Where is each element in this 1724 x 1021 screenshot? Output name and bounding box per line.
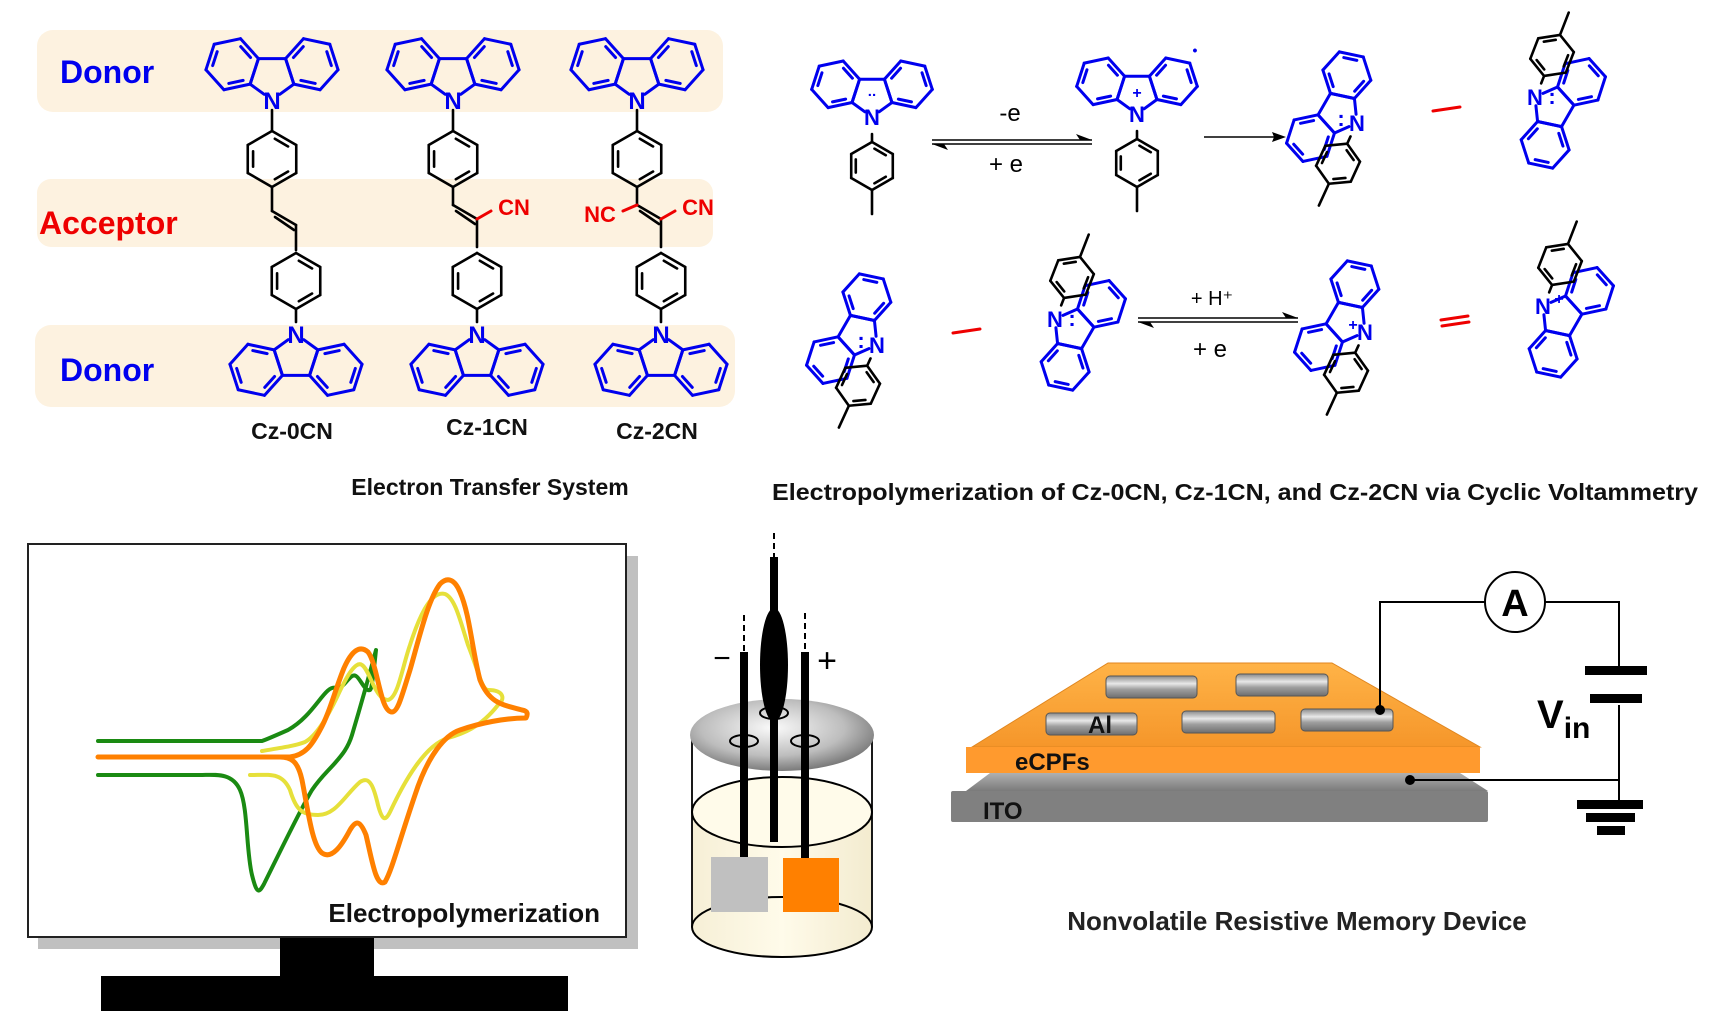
equilibrium-arrow-2: [1138, 312, 1298, 328]
memory-device-panel: ITO eCPFs Al A Vin: [951, 571, 1647, 936]
electropolymerization-scheme-panel: N¨ N+• NN:: NN:: NN++ -e + e + H⁺ + e El…: [772, 11, 1698, 505]
voltage-label: Vin: [1537, 693, 1590, 745]
cv-monitor-panel: Electropolymerization: [27, 543, 638, 1011]
counter-electrode-plate: [711, 857, 768, 912]
nitrogen-atom-label: N: [628, 88, 645, 115]
donor-label-top: Donor: [60, 54, 154, 90]
cation-charge: +: [1348, 317, 1357, 334]
radical-cation: N+ •: [1075, 42, 1199, 213]
step1-reverse-label: + e: [989, 151, 1023, 178]
electron-transfer-caption: Electron Transfer System: [351, 474, 628, 500]
nitrogen-atom-label: N: [468, 322, 485, 349]
top-contact-dot: [1375, 705, 1385, 715]
nitrogen-atom-label: N: [864, 105, 880, 130]
ito-label: ITO: [983, 798, 1023, 825]
nitrogen-atom-label: N: [1535, 294, 1551, 319]
al-pad: [1045, 712, 1138, 736]
circuit-wires: [1375, 601, 1620, 804]
ammeter: A: [1484, 571, 1546, 633]
battery-symbol: [1585, 666, 1647, 703]
lone-pair: :: [1337, 106, 1344, 131]
bottom-contact-dot: [1405, 775, 1415, 785]
forward-arrow: [1204, 132, 1286, 142]
step1-forward-label: -e: [999, 100, 1020, 127]
voltage-symbol: V: [1537, 693, 1564, 737]
cv-curves: [95, 577, 530, 893]
cyano-group-label: CN: [498, 195, 530, 220]
al-label: Al: [1088, 712, 1112, 739]
cv-monitor-label: Electropolymerization: [328, 898, 600, 928]
beaker-bottom: [691, 896, 873, 958]
working-electrode-plate: [783, 858, 839, 912]
molecule-cz-1cn: N CN N: [385, 37, 545, 397]
voltage-subscript: in: [1564, 712, 1591, 745]
dimer-product: NN::: [1285, 11, 1607, 207]
lone-pair: :: [857, 328, 864, 353]
donor-band-top: [37, 30, 723, 112]
ground-symbol: [1577, 800, 1643, 835]
equilibrium-arrow-1: [932, 134, 1092, 150]
dimer-neutral: NN::: [805, 233, 1127, 429]
compound-label-cz-2cn: Cz-2CN: [616, 418, 698, 444]
reference-electrode-tip: [770, 700, 778, 842]
ammeter-label: A: [1501, 583, 1528, 625]
molecule-cz-0cn: NN: [204, 37, 364, 397]
monitor-base: [101, 976, 568, 1011]
cation-charge: +: [1132, 85, 1141, 102]
reference-electrode-bulb: [760, 608, 788, 722]
positive-terminal-label: +: [817, 642, 837, 680]
al-pad: [1235, 673, 1329, 697]
donor-band-bottom: [35, 325, 735, 407]
ecpfs-label: eCPFs: [1015, 749, 1090, 776]
working-electrode-wire: [801, 652, 809, 859]
compound-label-cz-0cn: Cz-0CN: [251, 418, 333, 444]
liquid-surface: [691, 776, 873, 848]
al-pad: [1105, 675, 1198, 699]
electrochemical-cell-panel: − +: [690, 533, 874, 958]
lone-pair: :: [1068, 306, 1075, 331]
lone-pair: :: [1548, 84, 1555, 109]
nitrogen-atom-label: N: [1527, 85, 1543, 110]
cv-curve-cz-2cn: [95, 577, 530, 886]
acceptor-band: [37, 179, 713, 247]
step2-forward-label: + H⁺: [1191, 288, 1233, 310]
counter-electrode-wire: [740, 652, 748, 859]
nitrogen-atom-label: N: [1357, 320, 1373, 345]
dimer-dication: NN++: [1293, 220, 1615, 416]
active-layer-slab: [966, 747, 1480, 773]
ito-bevel: [966, 773, 1488, 791]
cyano-group-label: CN: [682, 195, 714, 220]
acceptor-label: Acceptor: [39, 205, 178, 241]
radical-dot: •: [1193, 42, 1198, 58]
beaker-liquid: [692, 812, 872, 957]
al-pad: [1181, 710, 1276, 734]
cell-lid: [690, 699, 874, 771]
electropolymerization-caption: Electropolymerization of Cz-0CN, Cz-1CN,…: [772, 479, 1698, 505]
ammeter-circle: [1484, 571, 1546, 633]
nitrogen-atom-label: N: [263, 88, 280, 115]
nitrogen-atom-label: N: [652, 322, 669, 349]
reference-electrode-rod: [770, 557, 778, 612]
nitrogen-atom-label: N: [1349, 111, 1365, 136]
nitrogen-atom-label: N: [869, 333, 885, 358]
nitrogen-atom-label: N: [444, 88, 461, 115]
donor-label-bottom: Donor: [60, 352, 154, 388]
nitrogen-atom-label: N: [287, 322, 304, 349]
memory-device-caption: Nonvolatile Resistive Memory Device: [1067, 906, 1527, 936]
ito-layer: [951, 791, 1488, 822]
monomer-neutral: N¨: [810, 59, 934, 216]
nitrogen-atom-label: N: [1129, 102, 1145, 127]
cyano-group-label: NC: [584, 202, 616, 227]
al-pad: [1300, 708, 1394, 732]
negative-terminal-label: −: [713, 642, 731, 675]
compound-label-cz-1cn: Cz-1CN: [446, 414, 528, 440]
step2-reverse-label: + e: [1193, 336, 1227, 363]
monitor-neck: [280, 938, 374, 976]
cation-charge: +: [1554, 291, 1563, 308]
lone-pair: ¨: [869, 91, 876, 113]
nitrogen-atom-label: N: [1047, 307, 1063, 332]
